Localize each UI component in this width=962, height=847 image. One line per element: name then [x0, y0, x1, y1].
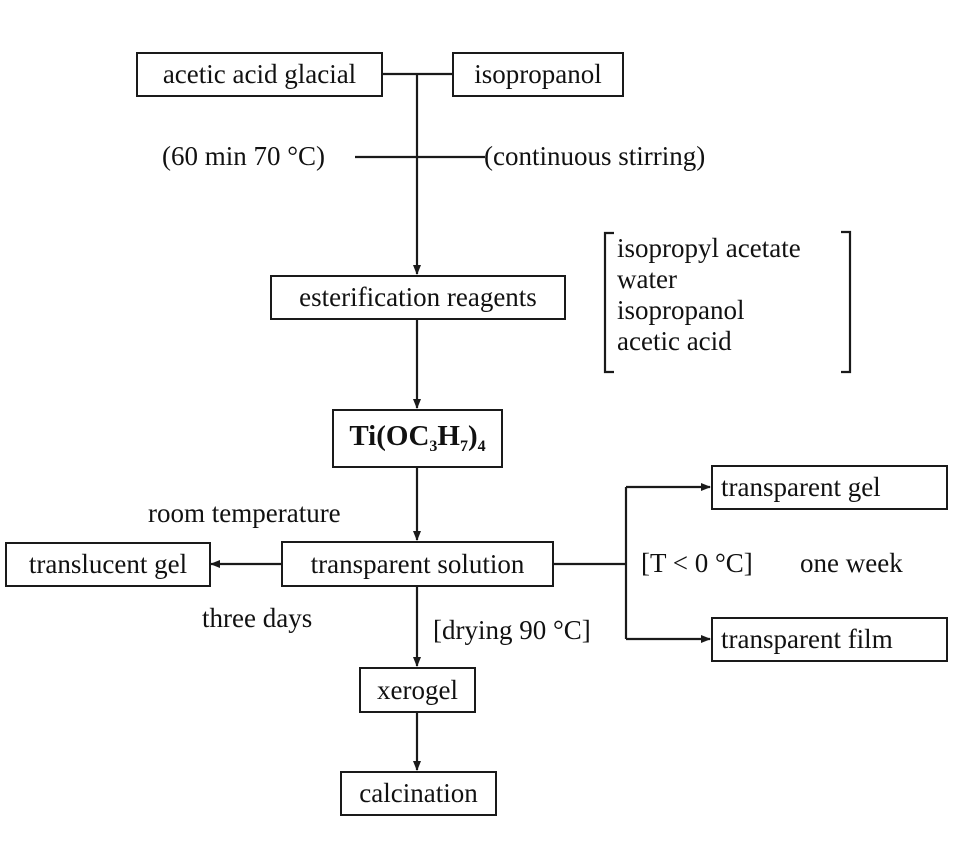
condition-room-temperature: room temperature	[148, 498, 341, 528]
right-bracket	[841, 230, 852, 374]
condition-drying: [drying 90 °C]	[433, 615, 591, 645]
node-label: transparent gel	[721, 472, 881, 502]
node-translucent-gel: translucent gel	[5, 542, 211, 587]
node-label: xerogel	[377, 674, 458, 705]
node-transparent-gel: transparent gel	[711, 465, 948, 510]
node-label: transparent solution	[310, 548, 525, 579]
node-transparent-solution: transparent solution	[281, 541, 554, 587]
node-label: transparent film	[721, 624, 893, 654]
node-label: calcination	[359, 778, 478, 808]
node-acetic-acid-glacial: acetic acid glacial	[136, 52, 383, 97]
left-bracket	[603, 231, 614, 374]
chemical-formula: Ti(OC3H7)4	[349, 420, 486, 455]
node-transparent-film: transparent film	[711, 617, 948, 662]
node-calcination: calcination	[340, 771, 497, 816]
node-label: esterification reagents	[299, 282, 537, 312]
node-titanium-isopropoxide: Ti(OC3H7)4	[332, 409, 503, 468]
node-label: acetic acid glacial	[162, 59, 357, 89]
reagent-list: isopropyl acetate water isopropanol acet…	[617, 233, 801, 357]
condition-three-days: three days	[202, 603, 313, 633]
node-isopropanol: isopropanol	[452, 52, 624, 97]
node-xerogel: xerogel	[359, 667, 476, 713]
reagent-item: isopropyl acetate	[617, 233, 801, 263]
reagent-item: isopropanol	[617, 295, 745, 325]
condition-one-week: one week	[800, 548, 903, 578]
node-label: translucent gel	[28, 549, 188, 579]
reagent-item: water	[617, 264, 677, 294]
condition-stirring: (continuous stirring)	[484, 141, 706, 171]
node-label: isopropanol	[474, 59, 602, 89]
condition-time-temp: (60 min 70 °C)	[162, 141, 326, 171]
reagent-item: acetic acid	[617, 326, 732, 356]
node-esterification-reagents: esterification reagents	[270, 275, 566, 320]
condition-cold: [T < 0 °C]	[641, 548, 753, 578]
